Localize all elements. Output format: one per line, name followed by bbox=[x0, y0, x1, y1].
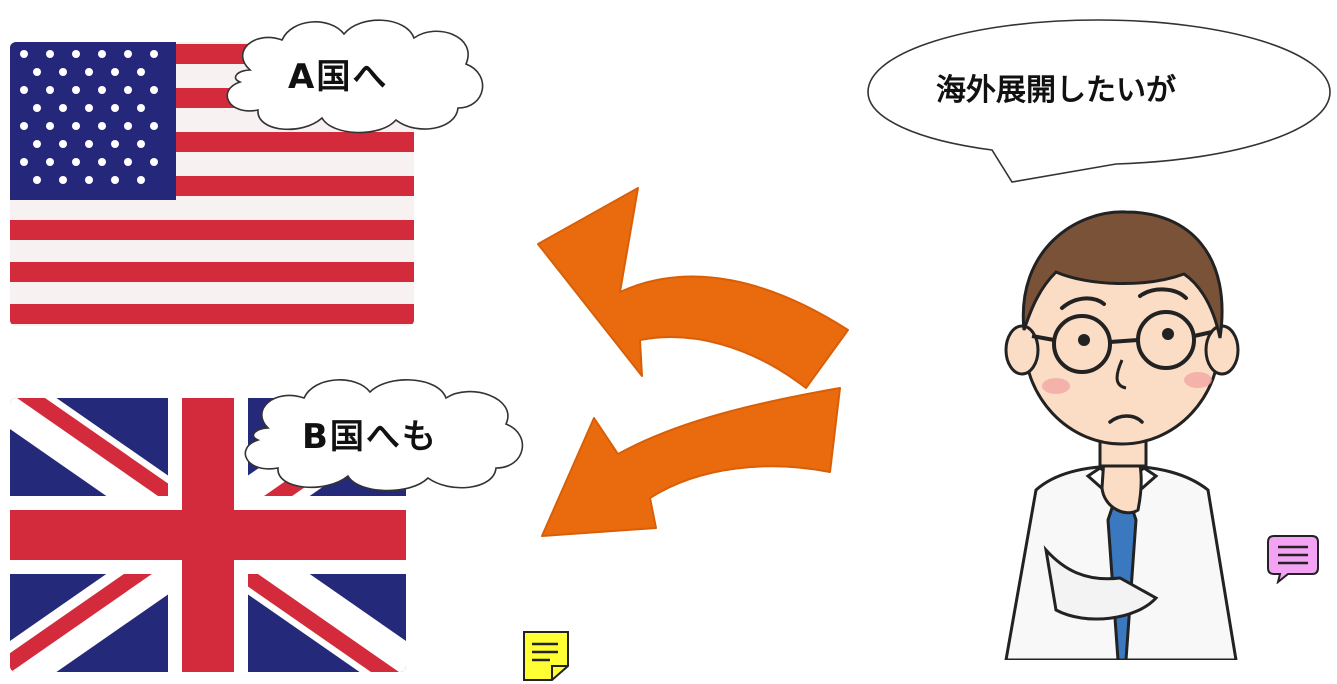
cloud-shape bbox=[244, 379, 524, 492]
cloud-bubble-b: B国へも bbox=[228, 372, 528, 498]
comment-note-icon[interactable] bbox=[1266, 534, 1320, 584]
bubble-label-a: A国へ bbox=[288, 57, 389, 97]
arrows-graphic bbox=[537, 187, 849, 537]
bubble-label-b: B国へも bbox=[302, 417, 438, 457]
cloud-shape bbox=[226, 19, 484, 134]
businessman-graphic bbox=[1004, 210, 1240, 660]
bidirectional-arrows-icon bbox=[530, 180, 850, 550]
sticky-note-icon[interactable] bbox=[522, 630, 570, 682]
thinking-businessman bbox=[976, 190, 1266, 660]
speech-label: 海外展開したいが bbox=[936, 73, 1176, 108]
cloud-bubble-a: A国へ bbox=[210, 12, 488, 142]
speech-bubble-shape bbox=[867, 19, 1331, 183]
speech-bubble: 海外展開したいが bbox=[866, 18, 1332, 184]
